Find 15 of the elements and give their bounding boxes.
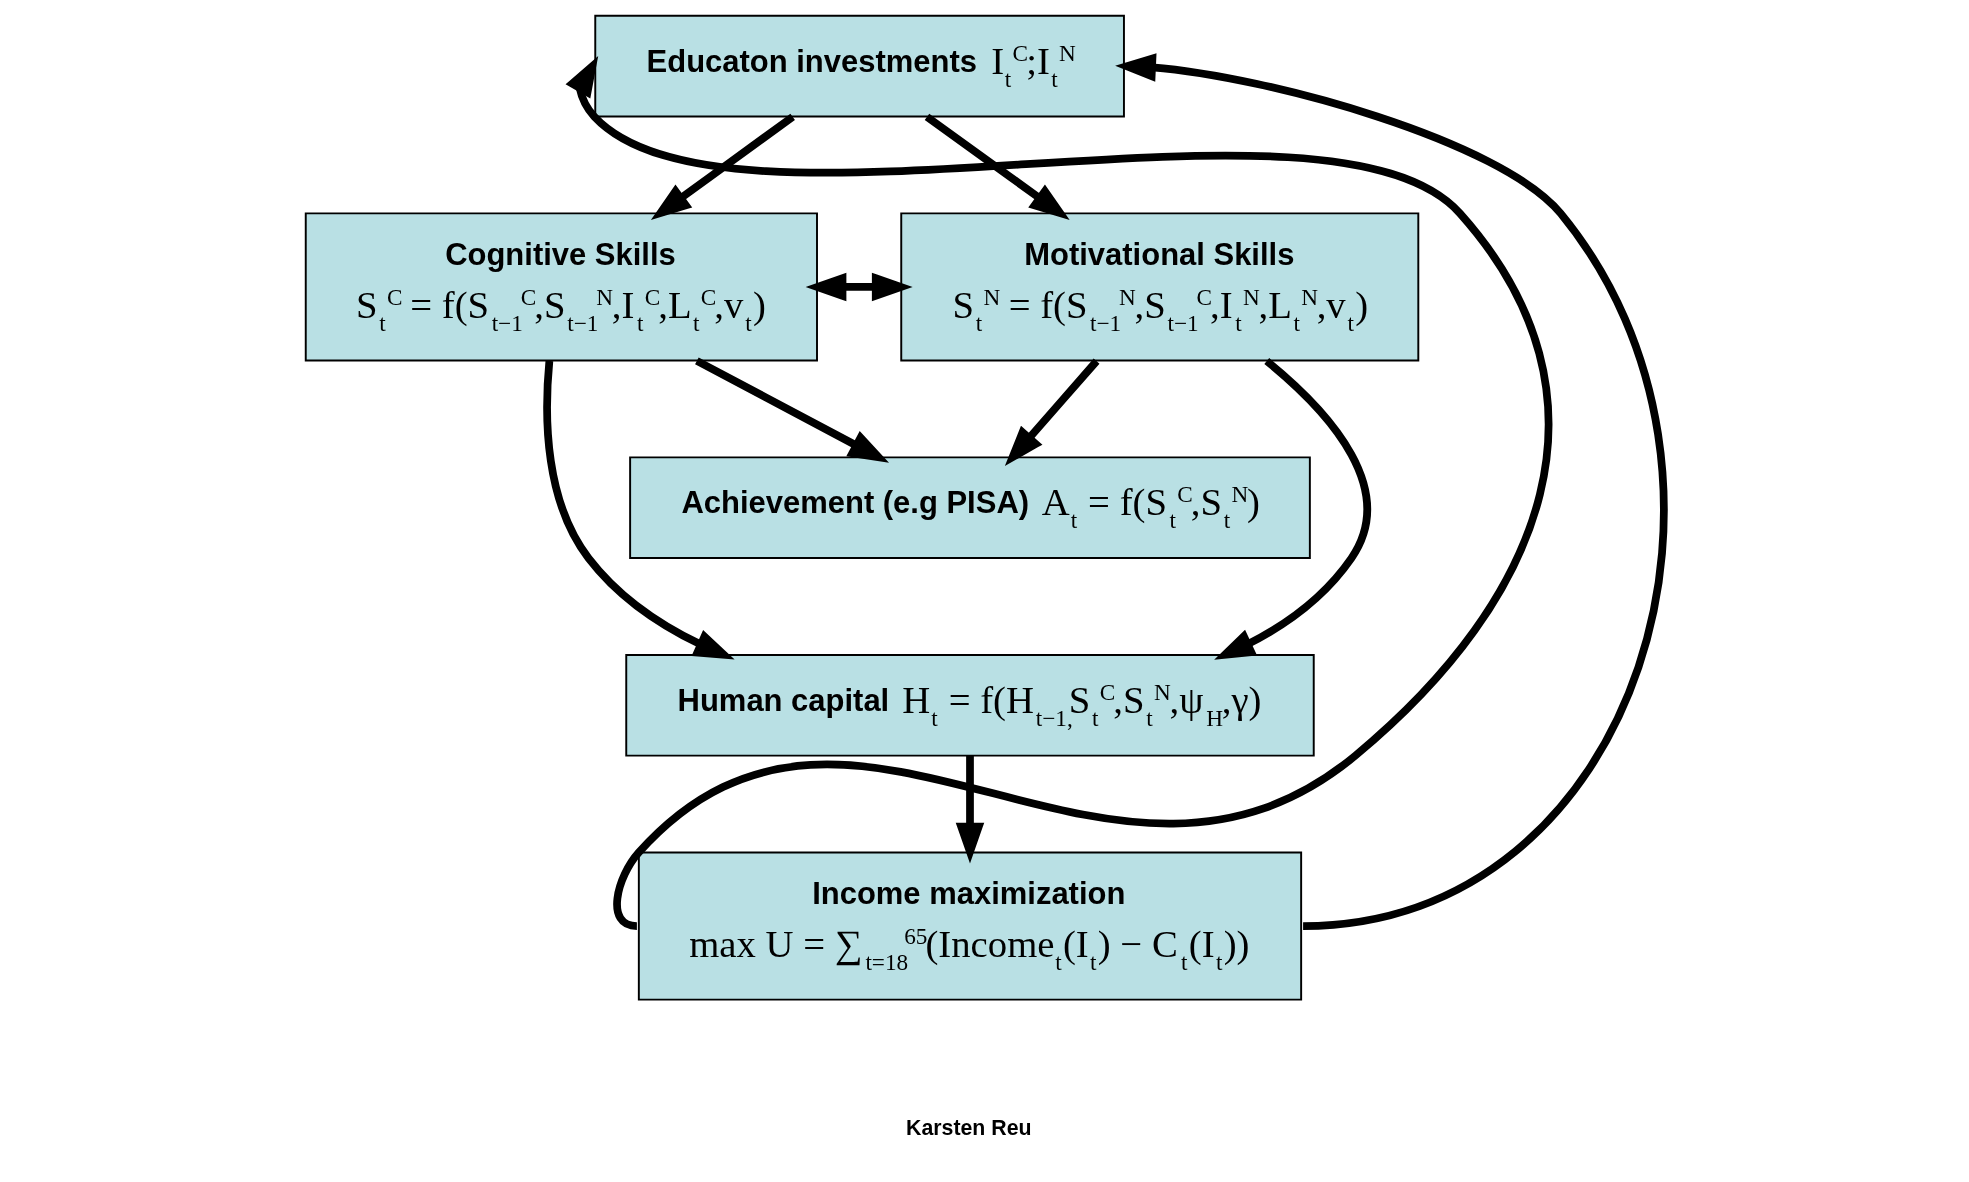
node-box: Motivational Skills S$_{t}$$^{N}$ = f(S$_{t−1}$$^{N}$,S$_{t−1}$$^{C}$,I$_{t}$$^{N}$,L$_{t}$$^{N}$,v$_{t}$) [899, 212, 1419, 362]
arrow [1114, 53, 1668, 930]
node-box: Achievement (e.g PISA) A$_{t}$ = f(S$_{t}$$^{C}$,S$_{t}$$^{N}$) [628, 456, 1311, 560]
arrow [805, 272, 913, 302]
arrow [694, 357, 889, 463]
label: Karsten Reu [905, 1115, 1032, 1140]
arrow [542, 360, 735, 660]
arrow [1213, 358, 1371, 660]
node-box: Income maximization max U = ∑$_{t=18}$$^{65}$(Income$_{t}$(I$_{t}$) − C$_{t}$(I$_{t}$)) [637, 851, 1302, 1001]
arrow [1004, 358, 1099, 466]
arrow [955, 755, 984, 864]
arrow [924, 113, 1070, 220]
arrow [650, 113, 795, 220]
node-box: Human capital H$_{t}$ = f(H$_{t−1,}$S$_{t}$$^{C}$,S$_{t}$$^{N}$,ψ$_{H}$,γ) [624, 653, 1315, 757]
node-box: Cognitive Skills S$_{t}$$^{C}$ = f(S$_{t−1}$$^{C}$,S$_{t−1}$$^{N}$,I$_{t}$$^{C}$,L$_{t}$$^{C}$,v$_{t}$) [304, 212, 818, 362]
